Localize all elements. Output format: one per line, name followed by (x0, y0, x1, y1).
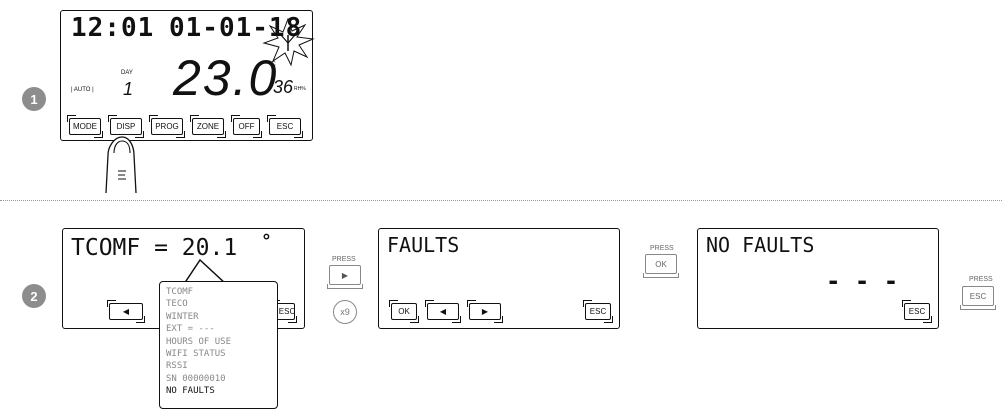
step-number-2: 2 (22, 284, 46, 308)
press-right-arrow-key[interactable]: ▶ (327, 265, 363, 289)
left-arrow-icon: ◀ (122, 307, 130, 316)
zone-button-label: ZONE (196, 122, 220, 131)
menu-item-teco[interactable]: TECO (166, 299, 188, 310)
temperature-unit: °C (268, 61, 276, 68)
esc-button[interactable]: ESC (267, 115, 303, 138)
zone-button[interactable]: ZONE (190, 115, 226, 138)
wifi-signal-flash-icon (262, 17, 315, 67)
menu-item-hours-of-use[interactable]: HOURS OF USE (166, 336, 232, 347)
humidity-value: 36 (273, 77, 294, 97)
no-faults-value: - - - (826, 267, 899, 295)
left-arrow-icon: ◀ (439, 307, 447, 316)
mode-label: AUTO (73, 87, 91, 93)
menu-item-wifi-status[interactable]: WIFI STATUS (166, 349, 226, 360)
esc-button-label: ESC (589, 307, 607, 316)
section-divider (0, 200, 1002, 201)
esc-button-label: ESC (278, 307, 296, 316)
left-arrow-button[interactable]: ◀ (425, 300, 461, 323)
menu-item-no-faults[interactable]: NO FAULTS (166, 386, 215, 397)
repeat-count-badge: x9 (333, 300, 357, 324)
press-ok-key[interactable]: OK (643, 254, 679, 278)
disp-button-label: DISP (116, 122, 136, 131)
press-esc-key-label: ESC (969, 291, 987, 301)
esc-button-label: ESC (908, 307, 926, 316)
day-value: 1 (123, 79, 134, 99)
faults-title: FAULTS (387, 233, 460, 257)
no-faults-title: NO FAULTS (706, 233, 815, 257)
esc-button[interactable]: ESC (902, 300, 932, 323)
finger-press-icon (105, 136, 137, 194)
day-label: DAY (121, 70, 133, 76)
menu-item-tcomf[interactable]: TCOMF (166, 287, 194, 297)
step-number-text: 1 (30, 91, 38, 107)
press-label-3: PRESS (969, 276, 993, 283)
left-arrow-button[interactable]: ◀ (107, 300, 145, 323)
press-label-2: PRESS (650, 245, 674, 252)
ok-button[interactable]: OK (389, 300, 419, 323)
calendar-date: 01-01-18 (169, 13, 303, 43)
tcomf-degree: ° (261, 231, 272, 252)
press-label-1: PRESS (332, 256, 356, 263)
prog-button[interactable]: PROG (149, 115, 185, 138)
menu-callout-pointer (183, 258, 227, 284)
step-number-1: 1 (22, 87, 46, 111)
thermostat-display-faults: FAULTS OK ◀ ▶ ESC (378, 228, 620, 329)
press-esc-key[interactable]: ESC (960, 286, 996, 310)
mode-button[interactable]: MODE (67, 115, 103, 138)
clock-time: 12:01 (71, 13, 155, 43)
disp-button[interactable]: DISP (108, 115, 144, 138)
repeat-count-text: x9 (340, 307, 350, 317)
esc-button-label: ESC (276, 122, 294, 131)
menu-item-winter[interactable]: WINTER (166, 311, 199, 322)
prog-button-label: PROG (155, 122, 179, 131)
temperature-value: 23.0 (173, 50, 279, 106)
off-button-label: OFF (238, 122, 255, 131)
right-arrow-button[interactable]: ▶ (467, 300, 503, 323)
esc-button[interactable]: ESC (583, 300, 613, 323)
display-menu-list: TCOMF TECO WINTER EXT = --- HOURS OF USE… (159, 281, 278, 409)
mode-indicator: | AUTO | (71, 87, 94, 93)
menu-item-serial-number[interactable]: SN 00000010 (166, 373, 226, 384)
humidity-unit: RH% (294, 86, 306, 92)
mode-button-label: MODE (73, 122, 97, 131)
thermostat-display-no-faults: NO FAULTS - - - ESC (697, 228, 939, 329)
off-button[interactable]: OFF (231, 115, 262, 138)
thermostat-display-1: 12:01 01-01-18 | AUTO | DAY 1 23.0 °C 36… (60, 10, 315, 141)
menu-item-rssi[interactable]: RSSI (166, 361, 188, 372)
step-number-text: 2 (30, 288, 38, 304)
right-arrow-icon: ▶ (341, 270, 349, 280)
ok-button-label: OK (398, 307, 410, 316)
menu-item-ext[interactable]: EXT = --- (166, 324, 215, 335)
press-ok-key-label: OK (655, 259, 667, 269)
tcomf-text: TCOMF = 20.1 (71, 235, 238, 261)
right-arrow-icon: ▶ (481, 307, 489, 316)
